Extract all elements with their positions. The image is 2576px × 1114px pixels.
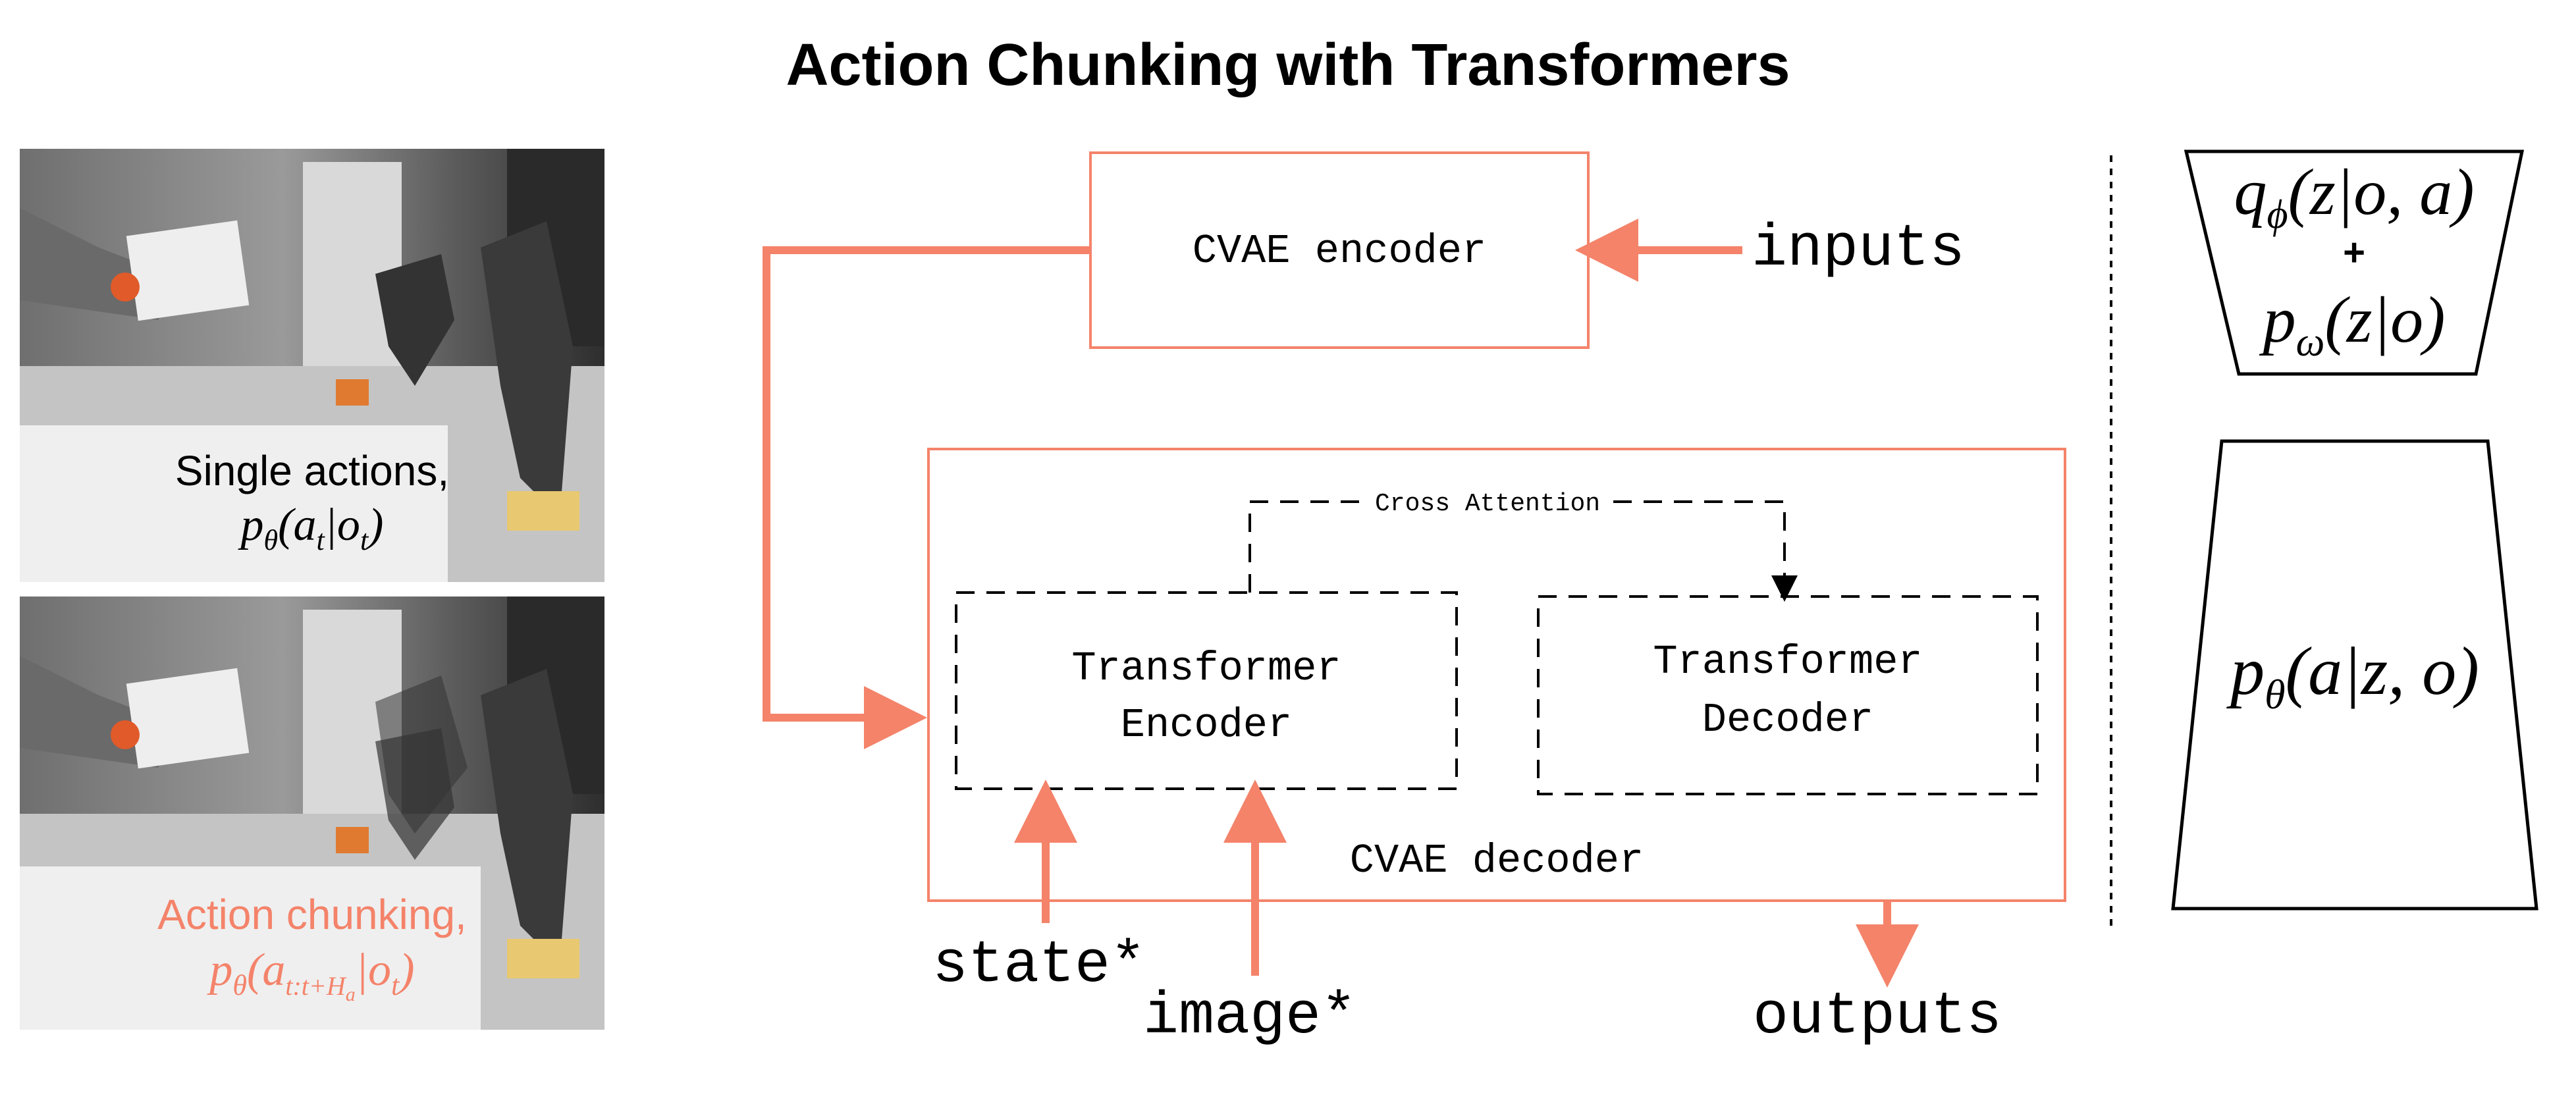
plus-sign: + bbox=[2343, 231, 2365, 274]
single-actions-caption: Single actions, bbox=[174, 447, 450, 494]
cvae-encoder-label: CVAE encoder bbox=[1192, 228, 1487, 275]
latent-arrow bbox=[763, 246, 1090, 749]
image-label: image* bbox=[1143, 984, 1357, 1051]
cross-attention-label: Cross Attention bbox=[1370, 490, 1606, 518]
single-actions-formula: pθ(at|ot) bbox=[240, 500, 384, 556]
posterior-formula: qϕ(z|o, a) bbox=[2234, 155, 2475, 237]
cross-attention-arrow bbox=[1248, 500, 1798, 602]
transformer-encoder-box bbox=[955, 591, 1458, 790]
policy-formula: pθ(a|z, o) bbox=[2230, 633, 2479, 718]
robot-photo-action-chunking: Action chunking, pθ(at:t+Ha|ot) bbox=[20, 597, 604, 1030]
transformer-decoder-label-line2: Decoder bbox=[1702, 697, 1874, 743]
action-chunking-caption: Action chunking, bbox=[157, 891, 467, 938]
policy-trapezoid bbox=[2171, 439, 2538, 911]
transformer-decoder-box bbox=[1537, 595, 2039, 795]
transformer-encoder-label-line2: Encoder bbox=[1120, 702, 1293, 749]
outputs-label: outputs bbox=[1753, 984, 2002, 1051]
cvae-decoder-label: CVAE decoder bbox=[1349, 837, 1644, 884]
prior-formula: pω(z|o) bbox=[2263, 283, 2446, 365]
robot-scene-image bbox=[20, 597, 604, 1030]
transformer-decoder-label-line1: Transformer bbox=[1653, 639, 1923, 685]
robot-photo-single-actions: Single actions, pθ(at|ot) bbox=[20, 149, 604, 582]
robot-scene-image bbox=[20, 149, 604, 582]
figure-title: Action Chunking with Transformers bbox=[786, 32, 1790, 98]
transformer-encoder-label-line1: Transformer bbox=[1071, 645, 1341, 692]
inputs-label: inputs bbox=[1752, 216, 1966, 283]
state-label: state* bbox=[932, 932, 1146, 999]
cvae-decoder-box bbox=[927, 448, 2066, 902]
latent-trapezoid bbox=[2184, 149, 2525, 376]
action-chunking-formula: pθ(at:t+Ha|ot) bbox=[209, 945, 415, 1005]
